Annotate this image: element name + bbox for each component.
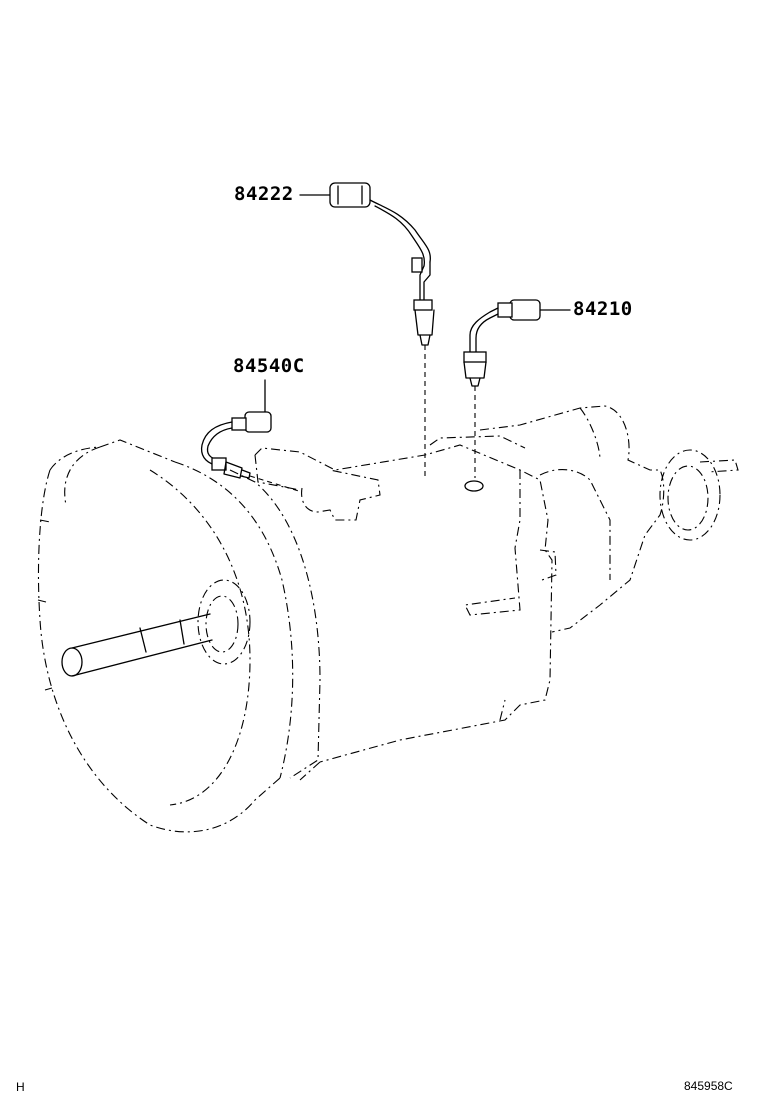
part-number-84222[interactable]: 84222: [234, 183, 294, 205]
part-number-84540c[interactable]: 84540C: [233, 355, 305, 377]
extension-housing: [479, 405, 739, 633]
sensor-84222: [299, 182, 435, 480]
input-shaft: [61, 579, 251, 677]
illustration-number: 845958C: [684, 1079, 733, 1093]
part-number-84210[interactable]: 84210: [573, 298, 633, 320]
bell-housing: [37, 439, 321, 833]
sensor-84540c: [200, 379, 303, 493]
sensor-84210: [463, 299, 571, 492]
section-code: H: [16, 1080, 25, 1094]
transmission-case: [254, 435, 557, 781]
